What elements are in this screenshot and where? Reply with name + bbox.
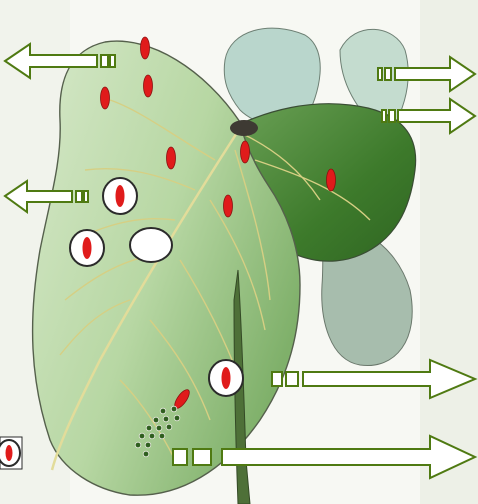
blank-ellipse-marker — [130, 228, 172, 262]
red-spot — [241, 141, 250, 163]
red-spot — [327, 169, 336, 191]
ringed-spot — [0, 437, 22, 469]
red-spot — [144, 75, 153, 97]
ringed-spot — [70, 230, 104, 266]
red-spot — [167, 147, 176, 169]
ringed-spot — [209, 360, 243, 396]
red-spot — [101, 87, 110, 109]
leaf-junction — [230, 120, 258, 136]
red-spot — [141, 37, 150, 59]
ringed-spot — [103, 178, 137, 214]
red-spot — [224, 195, 233, 217]
